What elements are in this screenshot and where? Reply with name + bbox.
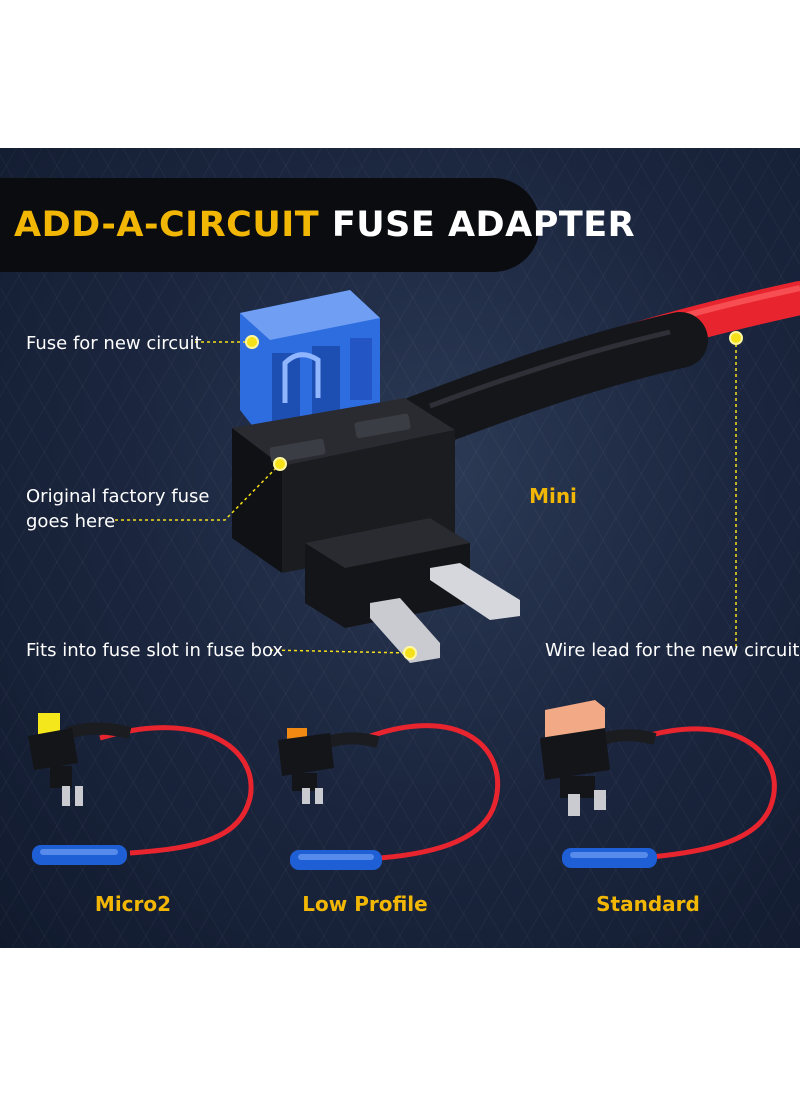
heat-shrink-sleeve xyxy=(392,312,708,451)
callout-original-fuse-line2: goes here xyxy=(26,511,116,532)
variant-label-standard: Standard xyxy=(596,892,700,916)
page-title: ADD-A-CIRCUIT FUSE ADAPTER xyxy=(14,205,635,245)
metal-blades xyxy=(370,563,520,663)
callout-fits-slot: Fits into fuse slot in fuse box xyxy=(26,640,284,661)
title-banner: ADD-A-CIRCUIT FUSE ADAPTER xyxy=(0,178,635,272)
blue-mini-fuse xyxy=(240,290,380,438)
title-accent: ADD-A-CIRCUIT xyxy=(14,205,320,245)
callout-original-fuse-line1: Original factory fuse xyxy=(26,486,210,507)
product-illustration xyxy=(28,281,800,870)
micro2-adapter xyxy=(28,713,254,865)
main-variant-label: Mini xyxy=(529,484,577,508)
standard-adapter xyxy=(540,700,777,868)
variant-label-micro2: Micro2 xyxy=(94,892,172,916)
variant-label-low-profile: Low Profile xyxy=(302,892,428,916)
product-image-panel: ADD-A-CIRCUIT FUSE ADAPTER Fuse for new … xyxy=(0,148,800,948)
callout-wire-lead: Wire lead for the new circuit xyxy=(545,640,800,661)
title-rest: FUSE ADAPTER xyxy=(331,205,636,245)
low-profile-adapter xyxy=(278,723,501,870)
callout-fuse-new-circuit: Fuse for new circuit xyxy=(26,333,202,354)
adapter-body xyxy=(232,398,470,628)
callout-dots xyxy=(245,331,743,660)
